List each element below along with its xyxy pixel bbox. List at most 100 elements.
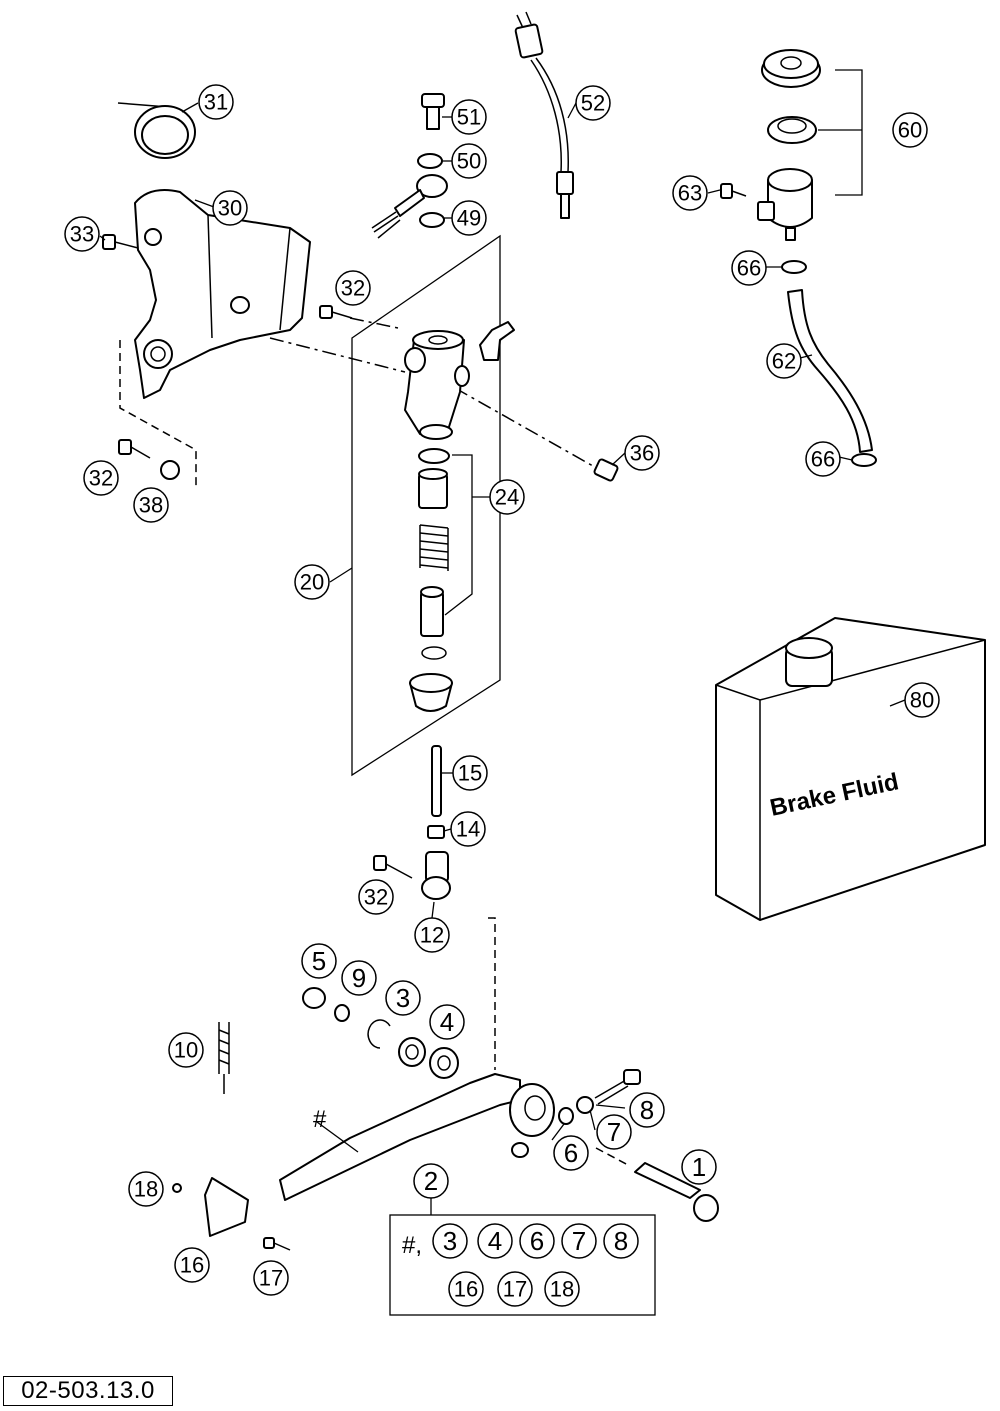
part-screw-17 bbox=[263, 1237, 291, 1251]
svg-text:80: 80 bbox=[910, 688, 934, 713]
axis-line-1 bbox=[269, 337, 406, 373]
part-push-rod bbox=[431, 745, 442, 817]
part-nut-7 bbox=[576, 1096, 594, 1114]
callout-16: 16 bbox=[174, 1247, 210, 1283]
part-screw-32-lower bbox=[118, 439, 151, 459]
part-reservoir-body bbox=[757, 168, 813, 241]
part-bolt-1 bbox=[634, 1162, 719, 1222]
mount-line-pedal bbox=[488, 917, 496, 1070]
kit-item-4: 4 bbox=[477, 1223, 513, 1259]
kit-item-18: 18 bbox=[544, 1271, 580, 1307]
part-reservoir-screw bbox=[720, 183, 747, 199]
part-hose bbox=[787, 289, 873, 453]
kit-item-3: 3 bbox=[432, 1223, 468, 1259]
part-clevis bbox=[421, 851, 451, 900]
kit-item-6: 6 bbox=[519, 1223, 555, 1259]
svg-text:31: 31 bbox=[204, 90, 228, 115]
svg-text:8: 8 bbox=[614, 1226, 628, 1256]
svg-text:10: 10 bbox=[174, 1038, 198, 1063]
drawing-number: 02-503.13.0 bbox=[3, 1376, 173, 1406]
leader-lines bbox=[99, 102, 906, 1215]
kit-hash-label: #, bbox=[402, 1232, 422, 1259]
callout-5: 5 bbox=[301, 943, 337, 979]
part-screw-32-clevis bbox=[373, 855, 413, 879]
svg-text:3: 3 bbox=[443, 1226, 457, 1256]
part-brake-light-switch bbox=[514, 11, 574, 219]
svg-text:12: 12 bbox=[420, 923, 444, 948]
part-screw-32-upper bbox=[319, 305, 353, 319]
callout-32-clevis: 32 bbox=[358, 879, 394, 915]
callout-52: 52 bbox=[575, 85, 611, 121]
part-spacer-38 bbox=[160, 460, 180, 480]
mount-line-guard bbox=[119, 340, 197, 488]
svg-text:60: 60 bbox=[898, 118, 922, 143]
svg-text:3: 3 bbox=[396, 983, 410, 1013]
svg-text:33: 33 bbox=[70, 222, 94, 247]
part-pin-18 bbox=[172, 1183, 182, 1193]
part-washer-upper bbox=[417, 153, 443, 169]
kit-item-17: 17 bbox=[497, 1271, 533, 1307]
svg-text:8: 8 bbox=[640, 1095, 654, 1125]
callout-66-upper: 66 bbox=[731, 250, 767, 286]
part-piston bbox=[420, 586, 444, 637]
part-banjo-fitting bbox=[371, 174, 448, 239]
svg-text:7: 7 bbox=[607, 1117, 621, 1147]
callout-24: 24 bbox=[489, 479, 525, 515]
svg-text:9: 9 bbox=[352, 963, 366, 993]
part-cable-tie bbox=[117, 102, 196, 159]
bracket-24 bbox=[444, 454, 473, 616]
callout-32-lower: 32 bbox=[83, 460, 119, 496]
callout-49: 49 bbox=[451, 200, 487, 236]
axis-line-2 bbox=[454, 387, 601, 471]
part-bearing-a bbox=[398, 1037, 426, 1067]
svg-text:17: 17 bbox=[503, 1277, 527, 1302]
assembly-frame-20 bbox=[351, 234, 501, 777]
part-locknut bbox=[427, 825, 445, 839]
callout-31: 31 bbox=[198, 84, 234, 120]
svg-text:20: 20 bbox=[300, 570, 324, 595]
part-cylinder-guard bbox=[134, 189, 311, 399]
svg-text:6: 6 bbox=[530, 1226, 544, 1256]
part-washer-6 bbox=[558, 1107, 574, 1125]
part-brake-pedal bbox=[279, 1073, 555, 1201]
part-nut-36 bbox=[593, 458, 619, 482]
svg-text:4: 4 bbox=[440, 1007, 454, 1037]
svg-text:63: 63 bbox=[678, 181, 702, 206]
callout-63: 63 bbox=[672, 175, 708, 211]
callout-36: 36 bbox=[624, 435, 660, 471]
part-circlip-3 bbox=[367, 1019, 391, 1049]
part-spring bbox=[419, 524, 449, 571]
callout-8: 8 bbox=[629, 1092, 665, 1128]
part-banjo-bolt bbox=[421, 93, 445, 130]
svg-text:66: 66 bbox=[737, 256, 761, 281]
svg-text:38: 38 bbox=[139, 493, 163, 518]
part-boot bbox=[409, 673, 453, 712]
svg-text:7: 7 bbox=[572, 1226, 586, 1256]
svg-text:1: 1 bbox=[692, 1152, 706, 1182]
callout-14: 14 bbox=[450, 811, 486, 847]
pedal-hash-label: # bbox=[313, 1106, 327, 1133]
callout-32-upper: 32 bbox=[335, 270, 371, 306]
part-bolt-8 bbox=[594, 1069, 641, 1105]
callout-62: 62 bbox=[766, 343, 802, 379]
callout-10: 10 bbox=[168, 1032, 204, 1068]
callout-80: 80 bbox=[904, 682, 940, 718]
svg-text:51: 51 bbox=[457, 105, 481, 130]
callout-18: 18 bbox=[128, 1171, 164, 1207]
callout-9: 9 bbox=[341, 960, 377, 996]
callout-1: 1 bbox=[681, 1149, 717, 1185]
svg-text:16: 16 bbox=[454, 1277, 478, 1302]
svg-text:52: 52 bbox=[581, 91, 605, 116]
svg-text:24: 24 bbox=[495, 485, 519, 510]
svg-text:32: 32 bbox=[89, 466, 113, 491]
part-washer-9 bbox=[334, 1004, 350, 1022]
axis-line-3 bbox=[349, 317, 399, 329]
part-bearing-b bbox=[429, 1047, 459, 1079]
axis-line-bolt bbox=[595, 1147, 631, 1167]
kit-item-7: 7 bbox=[561, 1223, 597, 1259]
part-spring-10 bbox=[218, 1022, 230, 1094]
callout-17: 17 bbox=[253, 1260, 289, 1296]
part-elbow-fitting bbox=[479, 321, 515, 361]
